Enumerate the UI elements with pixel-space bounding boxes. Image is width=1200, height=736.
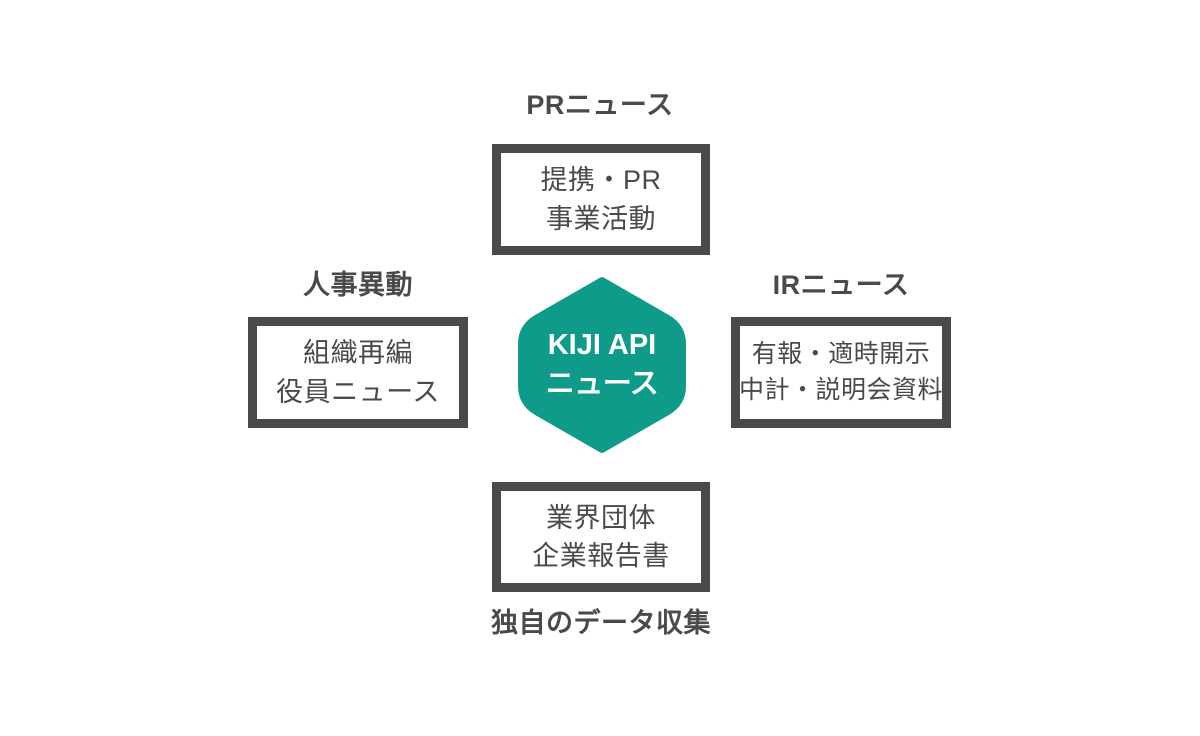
node-box-pr-line-1: 提携・PR <box>540 165 662 196</box>
node-box-ir-line-2: 中計・説明会資料 <box>739 375 944 404</box>
category-label-pr: PRニュース <box>526 90 674 120</box>
node-box-original-line-2: 企業報告書 <box>532 541 670 571</box>
node-box-original-line-1: 業界団体 <box>546 502 656 533</box>
category-label-original: 独自のデータ収集 <box>491 608 711 638</box>
node-box-ir-line-1: 有報・適時開示 <box>751 340 931 368</box>
node-box-pr-line-2: 事業活動 <box>546 203 656 234</box>
node-box-hr-line-1: 組織再編 <box>303 338 413 369</box>
node-box-pr-inner: 提携・PR 事業活動 <box>501 153 701 246</box>
hub-hexagon: KIJI API ニュース <box>518 277 686 453</box>
category-label-hr: 人事異動 <box>303 270 413 300</box>
category-label-ir: IRニュース <box>772 270 910 300</box>
node-box-original-inner: 業界団体 企業報告書 <box>501 491 701 583</box>
node-box-hr-line-2: 役員ニュース <box>276 376 440 407</box>
node-box-hr: 組織再編 役員ニュース <box>248 317 468 428</box>
node-box-ir: 有報・適時開示 中計・説明会資料 <box>731 317 951 428</box>
node-box-pr: 提携・PR 事業活動 <box>492 144 710 255</box>
node-box-ir-inner: 有報・適時開示 中計・説明会資料 <box>739 326 944 419</box>
node-box-hr-inner: 組織再編 役員ニュース <box>257 326 459 419</box>
hexagon-shape-icon <box>518 277 686 453</box>
node-box-original: 業界団体 企業報告書 <box>492 482 710 592</box>
